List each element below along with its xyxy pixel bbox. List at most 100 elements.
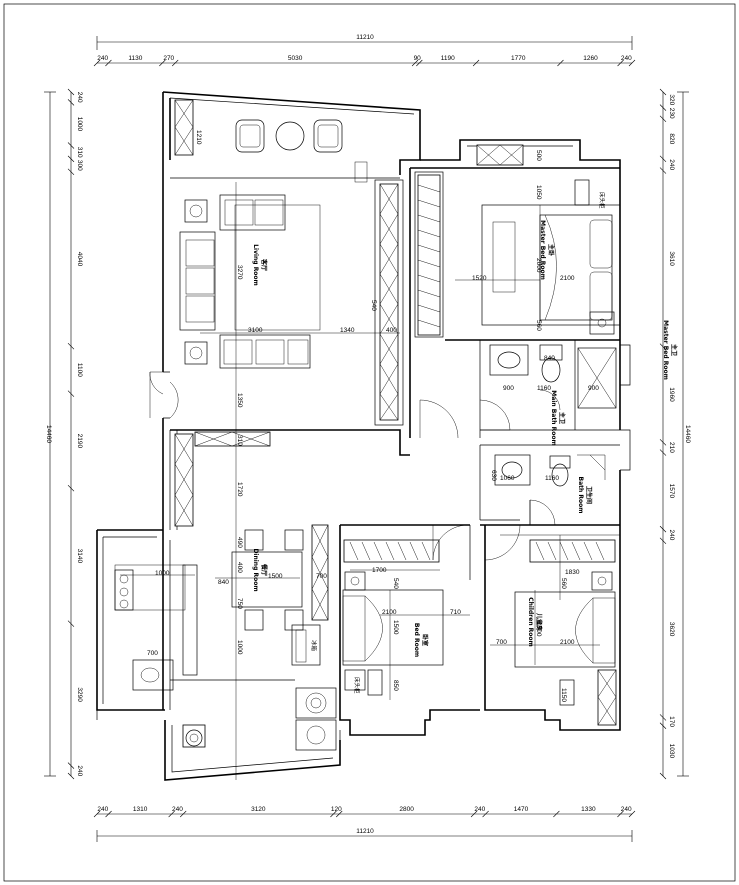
dim-bath2-1060: 1060 (500, 475, 515, 482)
room-label-main-bath: 主卫 Main Bath Room (550, 390, 566, 445)
dim-left-tick-9 (67, 762, 75, 769)
room-label-dining: 餐厅 Dining Room (252, 548, 268, 591)
room-label-dining-line-2: Dining Room (252, 548, 259, 591)
dim-right-tick-1 (659, 104, 667, 111)
dim-din-400: 400 (236, 562, 243, 573)
dim-bottom-1: 1310 (133, 806, 148, 813)
dim-bottom-8: 1330 (581, 806, 596, 813)
bedroom-furniture: 床头柜 (342, 571, 444, 696)
dim-bottom-6: 240 (474, 806, 485, 813)
room-label-children: 儿童房 Children Room (527, 597, 543, 647)
room-label-children-line-2: Children Room (527, 597, 534, 647)
dim-right-tick-12 (659, 772, 667, 780)
dim-bottom-tick-2 (168, 810, 175, 818)
children-furniture (514, 571, 616, 706)
dim-1720: 1720 (236, 482, 243, 497)
dim-wall-540: 540 (370, 300, 377, 311)
dim-bed-850: 850 (392, 680, 399, 691)
dim-bath-900b: 900 (588, 385, 599, 392)
dim-right-tick-2 (659, 115, 667, 123)
overall-height-left: 14460 (45, 425, 52, 443)
dim-left-tick-3 (67, 155, 75, 163)
dim-right-3: 240 (668, 159, 675, 170)
dim-living-w: 3100 (248, 327, 263, 334)
dim-top-tick-8 (617, 59, 624, 67)
dim-left-6: 2190 (76, 434, 83, 449)
dim-bottom-5: 2800 (399, 806, 414, 813)
dim-bottom-3: 3120 (251, 806, 266, 813)
dim-left-2: 310 (76, 147, 83, 158)
dim-top-1: 1130 (128, 55, 142, 62)
dim-right-10: 170 (668, 716, 675, 727)
room-label-bed-line-2: Bed Room (413, 623, 420, 657)
dim-left-tick-1 (67, 99, 75, 106)
dim-kit-700: 700 (147, 650, 158, 657)
dim-left-tick-2 (67, 142, 75, 149)
room-label-dining-line-1: 餐厅 (260, 563, 268, 576)
dim-ch-2100: 2100 (560, 639, 575, 646)
dim-bed-710: 710 (450, 609, 461, 616)
dim-bed-2100: 2100 (382, 609, 397, 616)
dim-top-tick-5 (416, 59, 423, 67)
dim-din-750: 750 (236, 598, 243, 609)
room-label-living-line-2: Living Room (252, 244, 259, 286)
dim-top-4: 90 (414, 55, 422, 62)
dim-bottom-4: 120 (331, 806, 342, 813)
room-label-bath: 卫生间 Bath Room (577, 477, 593, 514)
dim-top-tick-7 (557, 59, 564, 67)
overall-width-top: 11210 (356, 34, 374, 41)
dim-right-tick-11 (659, 722, 667, 729)
dim-top-tick-0 (93, 59, 101, 67)
dimension-right: 14460 3202308202403610196021015702403620… (659, 88, 691, 780)
dim-right-tick-0 (659, 88, 667, 96)
dim-bottom-7: 1470 (514, 806, 529, 813)
dim-top-tick-2 (159, 59, 166, 67)
dim-wall-400: 400 (386, 327, 397, 334)
dim-living-h: 3270 (236, 265, 243, 280)
dim-top-tick-9 (628, 59, 636, 67)
kitchen-furniture (114, 564, 337, 751)
dim-left-8: 3290 (76, 687, 83, 702)
dim-master-560: 560 (535, 320, 542, 331)
dim-top-8: 240 (621, 55, 632, 62)
dim-bottom-tick-5 (336, 810, 343, 818)
dim-top-5: 1190 (441, 55, 455, 62)
dim-top-3: 5030 (288, 55, 303, 62)
dim-right-4: 3610 (668, 251, 675, 266)
inner-dimensions (120, 182, 620, 780)
room-label-bed: 卧室 Bed Room (413, 623, 429, 657)
dim-kit-1000: 1000 (155, 570, 170, 577)
dim-bottom-tick-9 (617, 810, 624, 818)
dim-living-gap: 1340 (340, 327, 355, 334)
dim-din-700: 700 (316, 573, 327, 580)
dim-left-tick-6 (67, 390, 75, 397)
room-label-bed-line-1: 卧室 (421, 634, 429, 646)
dim-left-tick-4 (67, 168, 75, 176)
dim-top-tick-6 (472, 59, 480, 67)
room-label-children-line-1: 儿童房 (535, 612, 543, 631)
dim-right-tick-7 (659, 449, 667, 456)
dim-bay: 1210 (195, 130, 202, 145)
main-bath-fixtures (489, 344, 617, 487)
room-labels: 客厅 Living Room 主卧 Master Bed Room 主卫 Mas… (252, 220, 678, 657)
dim-top-tick-3 (171, 59, 179, 67)
dim-bottom-2: 240 (172, 806, 183, 813)
room-label-master: 主卧 Master Bed Room (539, 220, 555, 280)
dim-master-500: 500 (535, 150, 542, 161)
dim-right-9: 3620 (668, 622, 675, 637)
dim-right-tick-8 (659, 525, 667, 533)
dim-left-tick-0 (67, 88, 75, 96)
exterior-walls (96, 91, 631, 781)
dim-din-840: 840 (218, 579, 229, 586)
dim-bottom-tick-0 (93, 810, 101, 818)
dim-top-tick-1 (105, 59, 112, 67)
room-label-bath-line-2: Bath Room (577, 477, 584, 514)
dim-right-5: 1960 (668, 387, 675, 402)
dim-left-4: 4040 (76, 252, 83, 267)
dim-bath2-630: 630 (490, 470, 497, 481)
room-label-living: 客厅 Living Room (252, 244, 268, 286)
room-label-master-side-line-2: Master Bed Room (662, 320, 669, 380)
dim-ch-1830: 1830 (565, 569, 580, 576)
